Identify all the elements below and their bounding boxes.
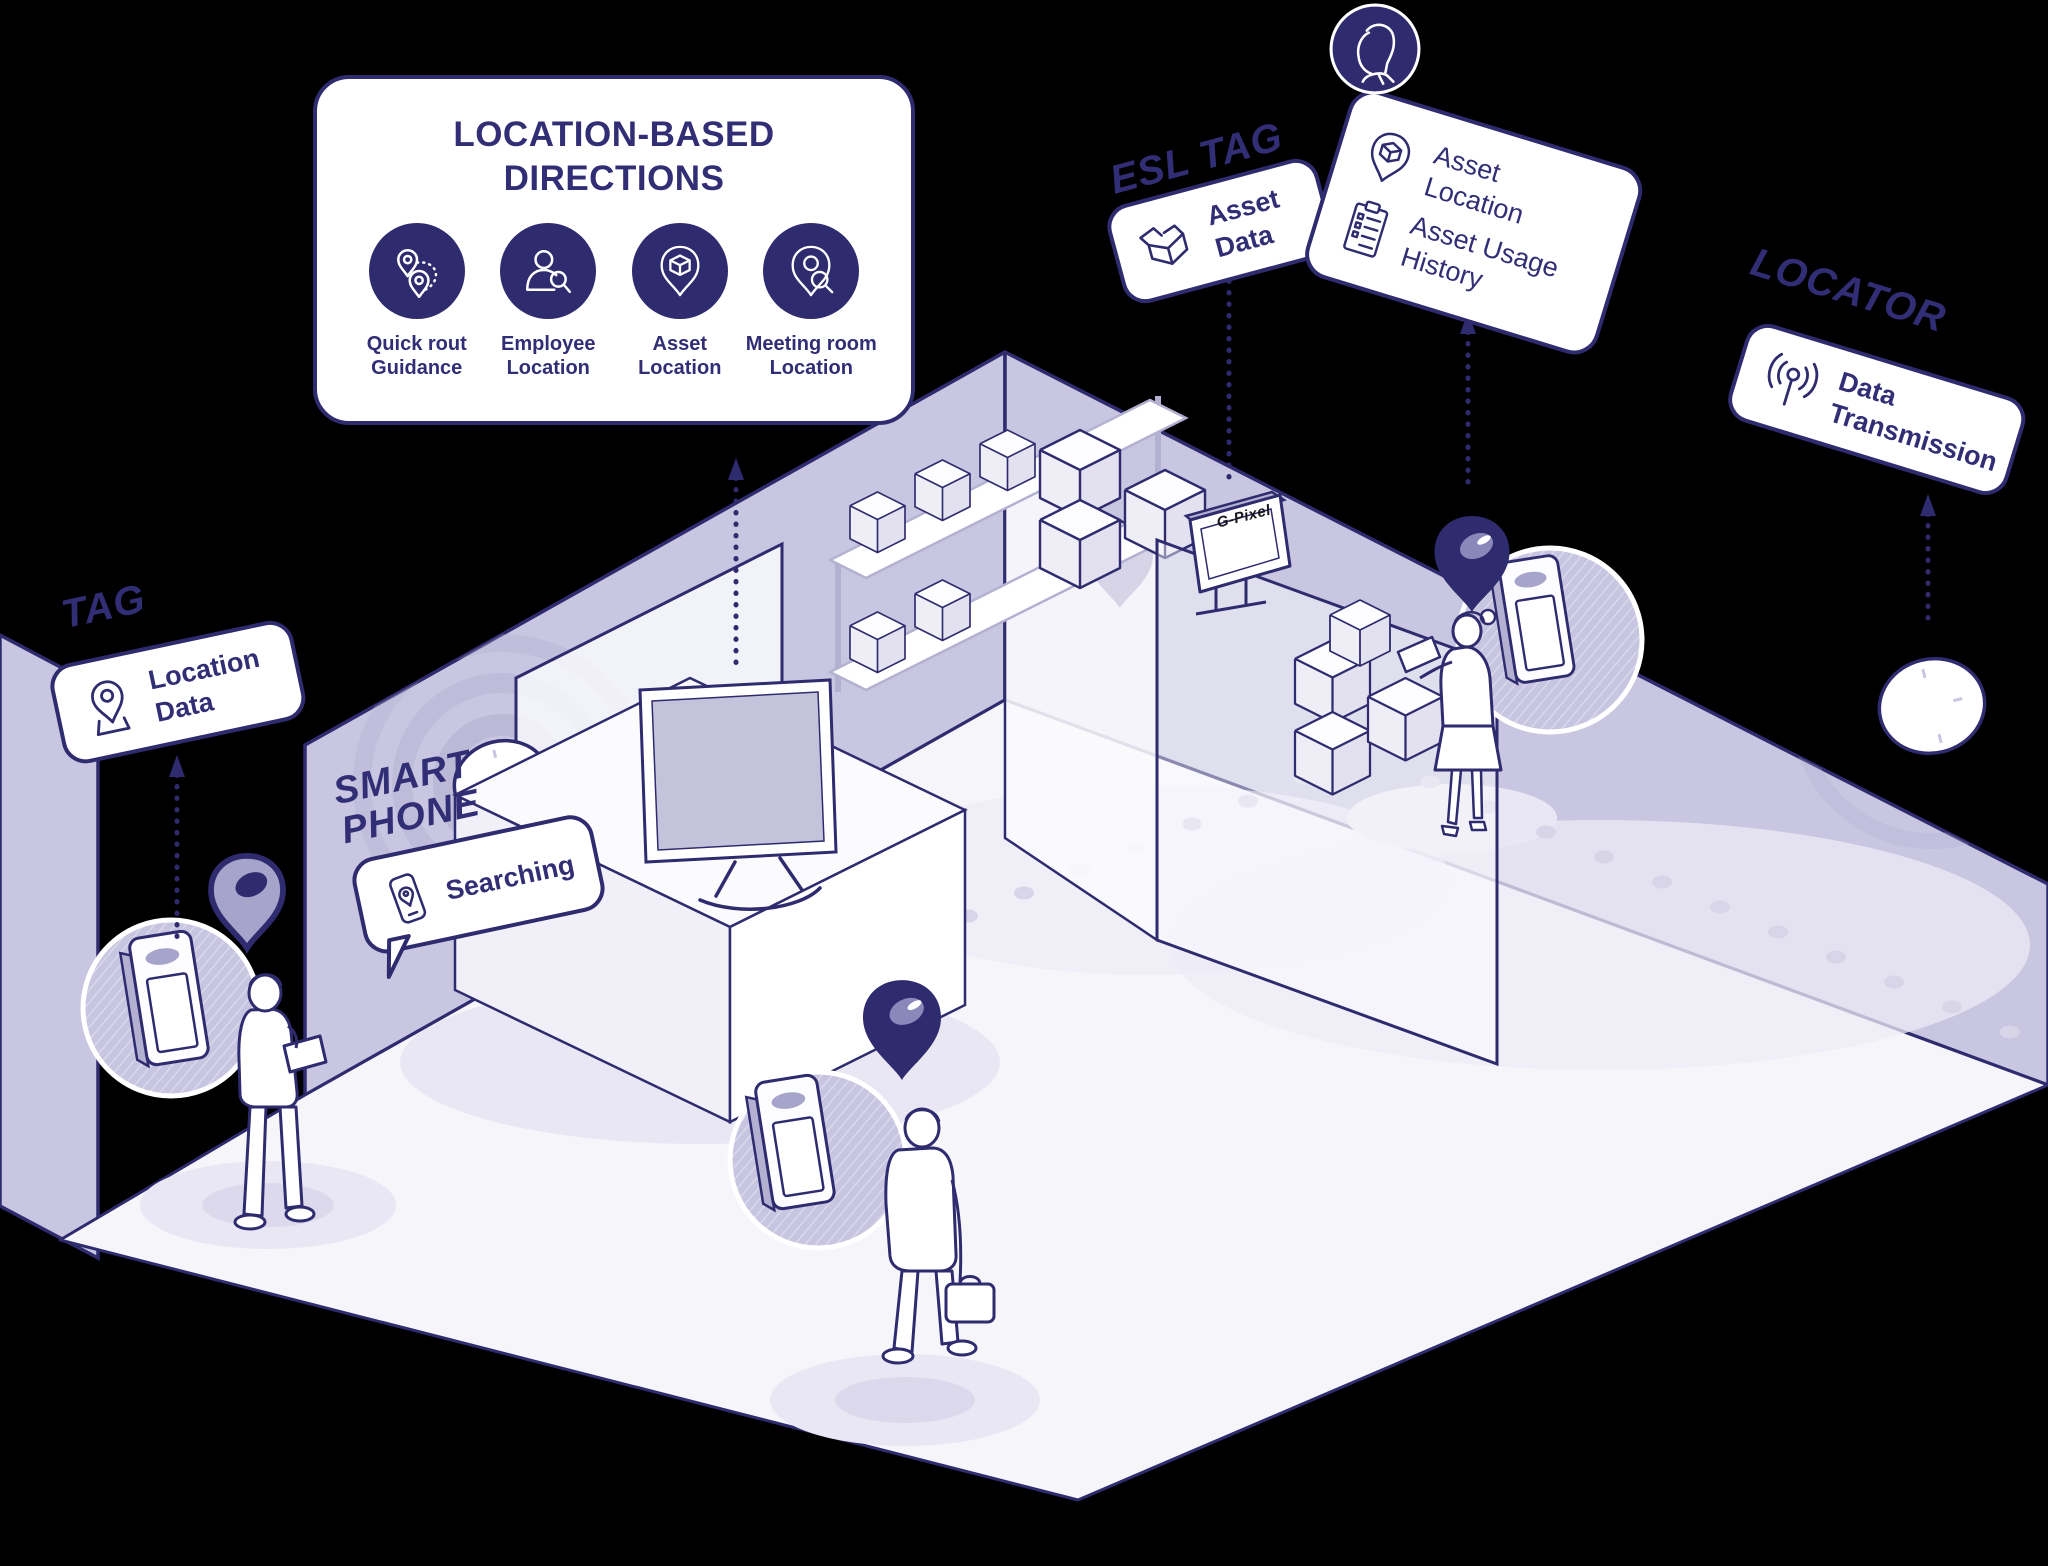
card-item-meeting-room: Meeting room Location [745,222,878,380]
esl-callout-text: Asset Data [1203,183,1283,264]
location-pin-woman [1434,516,1510,612]
person-woman-right [1396,608,1503,838]
location-pin-center [863,980,941,1080]
card-item-label: Asset Location [638,332,722,379]
locator-disc-right [1877,656,1987,756]
speech-tail [386,933,411,980]
card-title: LOCATION-BASED DIRECTIONS [453,115,775,198]
smartphone-callout-text: Searching [443,848,577,906]
card-item-employee-location: Employee Location [483,222,615,380]
asset-info-callout: Asset Location Asset Usage History [1298,84,1649,361]
location-pin-left [211,856,283,948]
esl-tag-callout: Asset Data [1102,153,1339,309]
location-based-directions-card: LOCATION-BASED DIRECTIONS Quick rout Gui… [313,75,915,425]
box [849,611,906,674]
box [979,429,1036,492]
employee-search-icon [500,222,597,319]
box [914,459,971,522]
card-item-label: Meeting room Location [745,332,877,379]
route-pins-icon [368,222,465,319]
skirt [1433,724,1503,772]
phone-pin-icon [389,873,427,924]
smartphone-callout: Searching [348,810,609,980]
briefcase [944,1282,996,1324]
card-item-label: Quick rout Guidance [366,332,467,379]
clipboard-checklist-icon [1343,200,1389,258]
box [914,579,971,642]
asset-pin-icon [631,222,728,319]
locator-callout: Data Transmission [1722,318,2032,501]
asset-pin-icon [1370,132,1411,183]
card-item-asset-location: Asset Location [614,222,746,380]
person-man-center [881,1107,996,1365]
card-items: Quick rout Guidance Employee Location [343,222,885,380]
asset-usage-row: Asset Usage History [1334,190,1592,326]
tag-callout: Location Data [46,616,310,768]
card-item-label: Employee Location [501,332,596,379]
box [1038,498,1122,590]
asset-location-row: Asset Location [1355,119,1613,255]
shelf-unit [827,396,1207,692]
signal-zone-center [727,1069,909,1251]
woman-portrait-icon [1356,23,1396,86]
box [849,491,906,554]
tablet [1396,635,1442,674]
signal-zone-left [80,917,262,1099]
person-man-left [233,973,328,1231]
tv-screen [638,678,838,911]
card-item-quick-route: Quick rout Guidance [351,222,483,380]
employee-avatar [1328,2,1422,96]
meeting-room-pin-icon [763,222,860,319]
tablet [282,1034,328,1074]
antenna-icon [1767,352,1819,406]
open-box-icon [1139,224,1189,265]
tag-callout-text: Location Data [145,642,263,728]
esl-monitor [1183,490,1292,616]
location-pin-icon [91,680,131,736]
